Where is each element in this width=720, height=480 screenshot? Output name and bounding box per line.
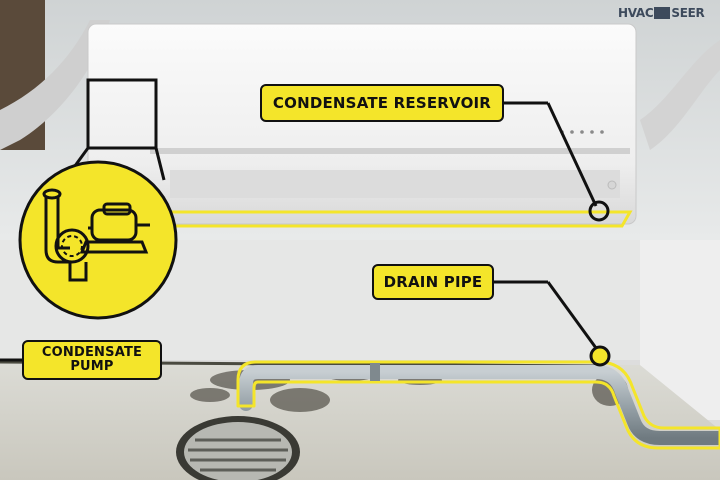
ac-louver	[170, 170, 620, 198]
brand-mark-icon	[654, 7, 671, 19]
label-condensate-pump-line2: PUMP	[70, 359, 114, 374]
drain-leader-d	[546, 281, 598, 349]
label-condensate-pump-line1: CONDENSATE	[41, 345, 143, 360]
drain-pipe-shape	[239, 365, 720, 445]
brand-logo: HVAC SEER	[618, 4, 705, 22]
reservoir-leader-d	[546, 102, 598, 207]
refrigerant-line	[640, 40, 720, 150]
brand-left: HVAC	[618, 6, 654, 20]
label-condensate-pump: CONDENSATE PUMP	[22, 340, 162, 380]
insulated-hose	[0, 20, 110, 150]
ac-sensor	[607, 180, 617, 190]
ac-vent-line	[150, 148, 630, 154]
brand-right: SEER	[671, 6, 705, 20]
drain-pipe-highlight	[236, 360, 720, 450]
drain-marker	[589, 345, 611, 367]
condensate-pump-icon	[18, 160, 178, 320]
label-drain-pipe: DRAIN PIPE	[372, 264, 494, 300]
label-condensate-reservoir: CONDENSATE RESERVOIR	[260, 84, 504, 122]
pipe-clamp	[370, 363, 380, 381]
pump-location-box	[86, 78, 158, 150]
reservoir-marker	[588, 200, 610, 222]
pump-leader-right	[154, 147, 166, 181]
floor-drain-icon	[176, 416, 300, 480]
